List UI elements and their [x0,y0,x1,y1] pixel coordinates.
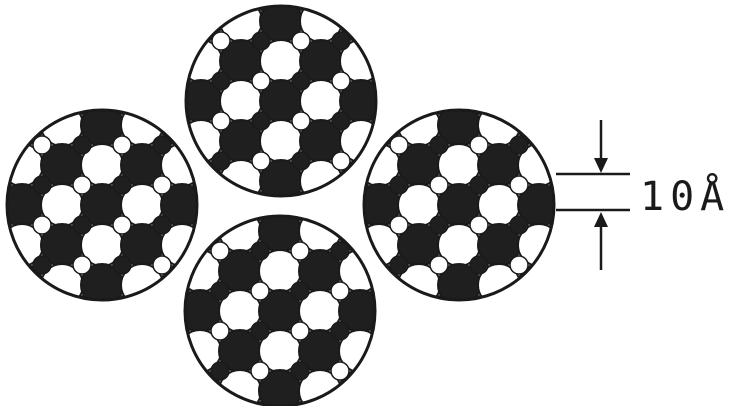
interstitial-sphere [113,256,131,274]
interstitial-sphere [291,322,309,340]
interstitial-sphere [390,176,408,194]
disc-right [350,96,568,314]
interstitial-sphere [153,216,171,234]
interstitial-sphere [332,72,350,90]
interstitial-sphere [510,216,528,234]
disc-bottom [171,202,389,406]
interstitial-sphere [252,72,270,90]
sphere-lattice [172,0,390,210]
interstitial-sphere [252,32,270,50]
interstitial-sphere [430,176,448,194]
interstitial-sphere [430,216,448,234]
interstitial-sphere [291,282,309,300]
sphere-lattice [0,96,211,314]
interstitial-sphere [251,242,269,260]
scale-bar: 10Å [556,120,730,270]
interstitial-sphere [251,362,269,380]
interstitial-sphere [113,216,131,234]
interstitial-sphere [331,282,349,300]
interstitial-sphere [73,216,91,234]
interstitial-sphere [73,136,91,154]
interstitial-sphere [331,322,349,340]
arrow-down-icon [594,158,608,173]
interstitial-sphere [291,362,309,380]
interstitial-sphere [332,112,350,130]
sphere-lattice [350,96,568,314]
interstitial-sphere [113,136,131,154]
sphere-lattice [171,202,389,406]
interstitial-sphere [113,176,131,194]
interstitial-sphere [251,282,269,300]
interstitial-sphere [430,136,448,154]
interstitial-sphere [33,176,51,194]
interstitial-sphere [212,112,230,130]
scale-unit: Å [700,172,730,220]
interstitial-sphere [470,216,488,234]
interstitial-sphere [470,256,488,274]
interstitial-sphere [390,216,408,234]
interstitial-sphere [292,72,310,90]
interstitial-sphere [212,72,230,90]
interstitial-sphere [251,322,269,340]
interstitial-sphere [211,282,229,300]
interstitial-sphere [211,322,229,340]
interstitial-sphere [252,112,270,130]
disc-left [0,96,211,314]
interstitial-sphere [292,32,310,50]
scale-label: 10Å [640,172,730,220]
interstitial-sphere [292,152,310,170]
interstitial-sphere [153,176,171,194]
interstitial-sphere [73,176,91,194]
interstitial-sphere [291,242,309,260]
interstitial-sphere [430,256,448,274]
interstitial-sphere [33,216,51,234]
arrow-up-icon [594,212,608,227]
interstitial-sphere [252,152,270,170]
scale-value: 10 [640,174,700,220]
interstitial-sphere [470,136,488,154]
disc-top [172,0,390,210]
interstitial-sphere [510,176,528,194]
disc-group [0,0,568,406]
interstitial-sphere [73,256,91,274]
interstitial-sphere [292,112,310,130]
interstitial-sphere [470,176,488,194]
